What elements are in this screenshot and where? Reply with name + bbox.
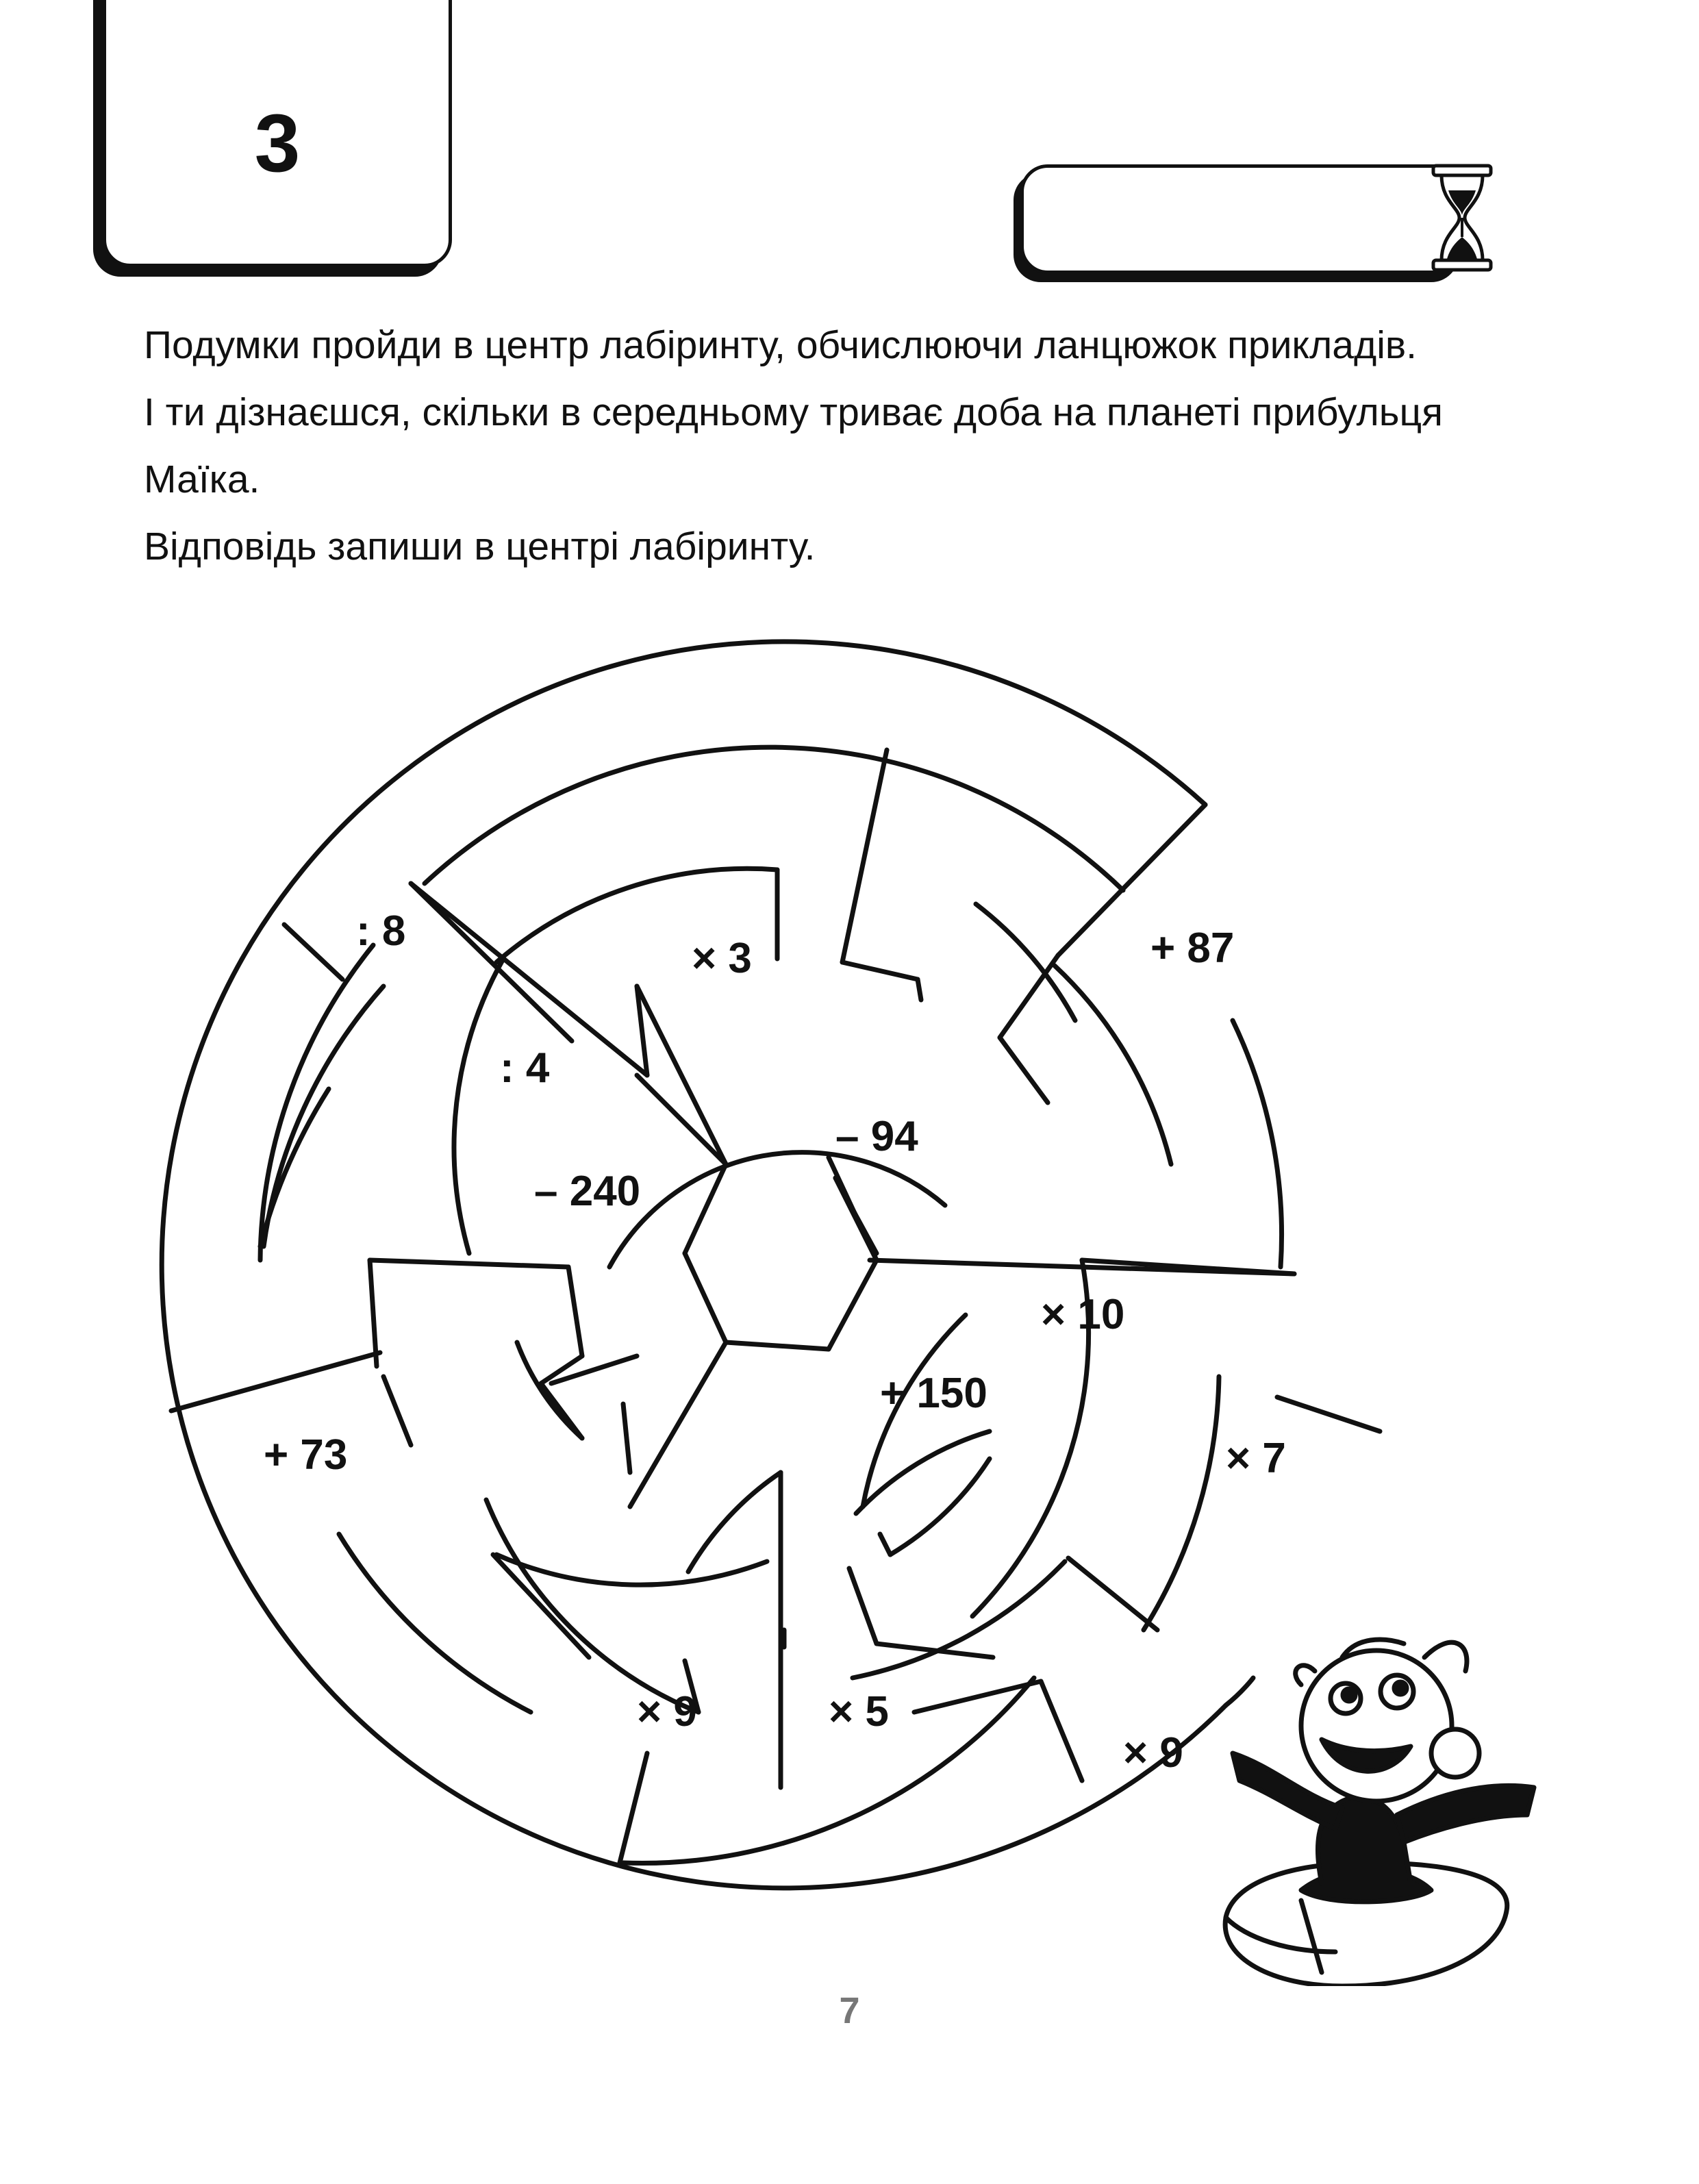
- op-times-5: × 5: [829, 1688, 889, 1735]
- instruction-2: І ти дізнаєшся, скільки в середньому три…: [144, 390, 1443, 501]
- instruction-1: Подумки пройди в центр лабіринту, обчисл…: [144, 323, 1417, 367]
- instructions: Подумки пройди в центр лабіринту, обчисл…: [103, 312, 1507, 580]
- timer-box: [1020, 164, 1465, 274]
- op-times-9-right: × 9: [1123, 1729, 1183, 1777]
- maze-outer-wall: [159, 639, 1229, 1891]
- instruction-3: Відповідь запиши в центрі лабіринту.: [144, 525, 816, 568]
- op-plus-73: + 73: [264, 1431, 347, 1479]
- alien-character-illustration: [1222, 1637, 1537, 1986]
- op-times-9-left: × 9: [637, 1688, 697, 1735]
- task-number-box: 3: [103, 0, 452, 267]
- op-minus-240: – 240: [534, 1168, 640, 1215]
- task-number: 3: [254, 97, 301, 189]
- op-times-10: × 10: [1041, 1291, 1124, 1338]
- op-divide-4: : 4: [500, 1044, 550, 1092]
- op-minus-94: – 94: [835, 1113, 918, 1160]
- op-times-7: × 7: [1226, 1435, 1286, 1482]
- op-divide-8: : 8: [356, 907, 405, 955]
- op-times-3: × 3: [692, 935, 752, 982]
- circular-maze: : 8 × 3 + 87 : 4 – 94 – 240 × 10 + 150 ×…: [159, 639, 1537, 1986]
- page-number: 7: [839, 1990, 860, 2031]
- op-plus-87: + 87: [1150, 925, 1234, 972]
- op-plus-150: + 150: [880, 1370, 987, 1417]
- hourglass-icon: [1431, 164, 1493, 272]
